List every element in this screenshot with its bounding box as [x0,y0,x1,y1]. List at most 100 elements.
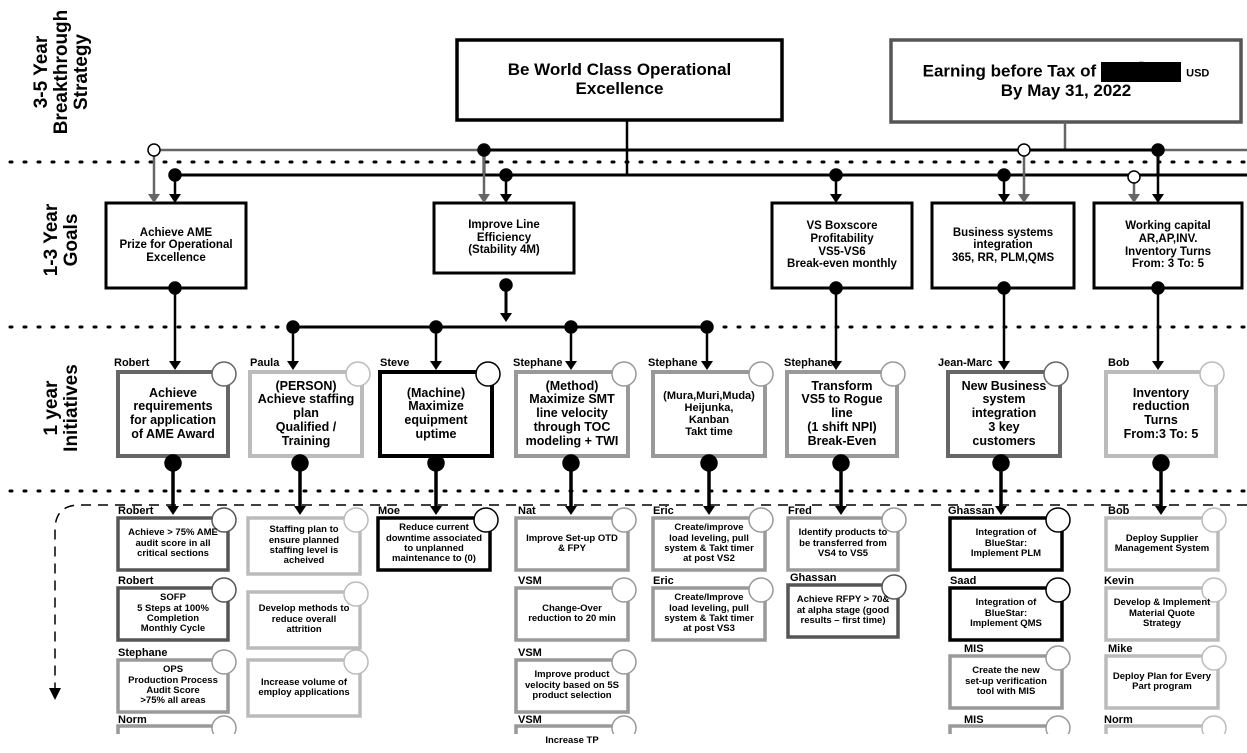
action-owner-14: Fred [788,505,812,517]
arrow-head [998,361,1010,370]
action-box-22 [1104,654,1220,710]
status-circle [1201,645,1227,671]
status-circle [881,574,907,600]
action-text-8: Improve Set-up OTD & FPY [526,532,618,554]
initiative-owner-6: Jean-Marc [938,357,993,369]
strategy-box-operational-excellence [455,38,784,122]
initiative-box-2 [378,370,494,458]
connector-node [1127,170,1141,184]
initiative-box-3 [514,370,630,458]
action-box-5 [246,590,362,650]
action-box-7 [376,516,492,572]
action-box-11 [514,724,630,734]
action-text-14: Identify products to be transferred from… [798,527,888,560]
action-box-15 [786,583,900,639]
action-box-6 [246,658,362,718]
earnings-unit: USD [1186,67,1210,80]
arrow-head [830,194,842,203]
action-text-20: Deploy Supplier Management System [1114,532,1210,554]
action-owner-12: Eric [653,505,674,517]
initiative-box-1 [248,370,364,458]
action-owner-17: Saad [950,575,977,587]
status-circle [211,715,237,734]
status-circle [611,577,637,603]
connector-node [829,168,843,182]
action-text-18: Create the new set-up verification tool … [965,665,1047,698]
action-text-11: Increase TP [545,734,599,746]
initiative-text-5: Transform VS5 to Rogue line (1 shift NPI… [801,378,883,448]
status-circle [611,361,637,387]
arrow-head [430,361,442,370]
arrow-head [1128,194,1140,203]
status-circle [748,361,774,387]
goal-text-1: Improve Line Efficiency (Stability 4M) [468,219,540,257]
action-owner-0: Robert [118,505,154,517]
initiative-text-3: (Method) Maximize SMT line velocity thro… [525,378,619,448]
action-text-9: Change-Over reduction to 20 min [528,602,616,624]
goal-text-4: Working capital AR,AP,INV. Inventory Tur… [1124,220,1212,271]
status-circle [211,361,237,387]
action-box-12 [651,516,767,572]
initiative-text-2: (Machine) Maximize equipment uptime [404,385,468,441]
action-owner-9: VSM [518,575,542,587]
action-box-21 [1104,586,1220,642]
arrow-head [294,506,306,515]
action-box-0 [116,516,230,572]
status-circle [1045,715,1071,734]
action-owner-18: MIS [964,643,984,655]
action-box-23 [1104,724,1220,734]
action-owner-7: Moe [378,505,400,517]
earnings-prefix: Earning before Tax of [922,61,1097,81]
action-box-19 [948,724,1064,734]
redacted-amount: redacted [1101,61,1182,82]
status-circle [473,507,499,533]
action-box-9 [514,586,630,642]
action-text-2: OPS Production Process Audit Score >75% … [128,664,218,707]
connector-node [499,168,513,182]
initiative-text-1: (PERSON) Achieve staffing plan Qualified… [257,378,355,448]
action-box-20 [1104,516,1220,572]
action-box-1 [116,586,230,642]
status-circle [1043,361,1069,387]
connector-node [997,168,1011,182]
action-owner-13: Eric [653,575,674,587]
connector-node [477,143,491,157]
action-owner-15: Ghassan [790,572,837,584]
strategy-text-operational-excellence: Be World Class Operational Excellence [507,60,732,98]
initiative-owner-1: Paula [250,357,280,369]
tier-label-2: 1 year Initiatives [41,364,82,452]
goal-text-3: Business systems integration 365, RR, PL… [951,226,1055,264]
goal-text-2: VS Boxscore Profitability VS5-VS6 Break-… [787,220,897,271]
initiative-owner-4: Stephane [648,357,698,369]
action-owner-23: Norm [1104,714,1133,726]
action-box-13 [651,586,767,642]
status-circle [748,507,774,533]
feedback-loop-line [54,504,1247,690]
arrow-head [703,506,715,515]
goal-box-4 [1092,201,1244,290]
status-circle [611,507,637,533]
action-owner-10: VSM [518,647,542,659]
connector-node [1017,143,1031,157]
status-circle [345,361,371,387]
action-box-2 [116,658,230,714]
action-text-17: Integration of BlueStar: Implement QMS [970,597,1042,630]
action-box-18 [948,654,1064,710]
arrow-head [169,194,181,203]
action-owner-21: Kevin [1104,575,1134,587]
arrow-head [1152,194,1164,203]
action-text-10: Improve product velocity based on 5S pro… [525,669,619,702]
action-text-5: Develop methods to reduce overall attrit… [258,603,350,636]
goal-box-2 [770,201,914,290]
action-text-4: Staffing plan to ensure planned staffing… [268,524,340,567]
action-owner-1: Robert [118,575,154,587]
arrow-head [835,506,847,515]
status-circle [1201,507,1227,533]
initiative-owner-7: Bob [1108,357,1130,369]
action-text-7: Reduce current downtime associated to un… [385,522,483,565]
status-circle [343,507,369,533]
status-circle [211,507,237,533]
status-circle [748,577,774,603]
initiative-owner-3: Stephane [513,357,563,369]
